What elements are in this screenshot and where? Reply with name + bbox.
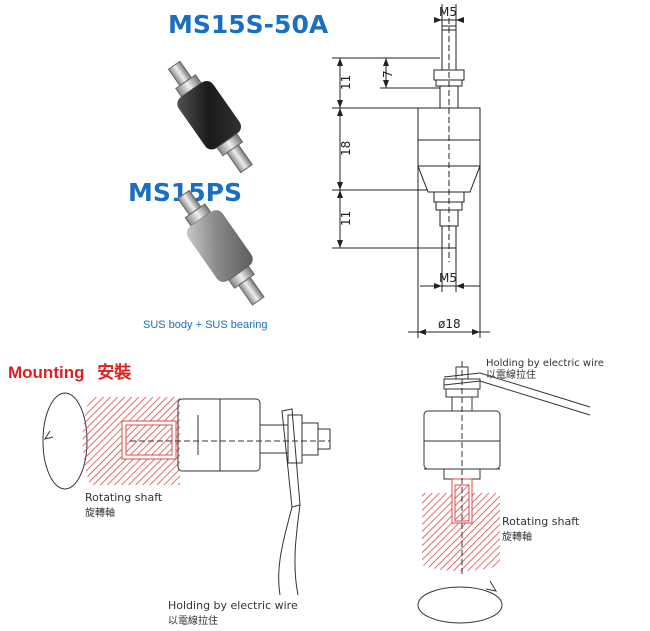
mounting-title: Mounting 安裝 <box>8 358 131 383</box>
dimension-drawing: M5 7 11 18 11 M5 ø18 <box>332 4 490 338</box>
dim-thread-length: 7 <box>381 70 395 78</box>
material-note: SUS body + SUS bearing <box>143 319 268 331</box>
right-mounting-diagram <box>417 361 591 624</box>
dim-diameter: ø18 <box>438 317 461 331</box>
left-wire-label: Holding by electric wire 以電線拉住 <box>168 599 298 627</box>
left-shaft-label: Rotating shaft 旋轉軸 <box>85 491 163 519</box>
left-mounting-diagram <box>42 392 331 596</box>
dim-top-thread: M5 <box>439 5 457 19</box>
dim-bottom-thread: M5 <box>439 271 457 285</box>
product-photo-ms15s-50a <box>167 60 253 174</box>
model-a-title: MS15S-50A <box>168 10 329 39</box>
right-wire-label: Holding by electric wire 以電線拉住 <box>486 358 604 381</box>
right-shaft-label: Rotating shaft 旋轉軸 <box>502 515 580 543</box>
dim-body-height: 18 <box>339 141 353 156</box>
dim-lower-height: 11 <box>339 211 353 226</box>
mounting-title-en: Mounting <box>8 363 85 382</box>
mounting-title-cn: 安裝 <box>97 363 132 383</box>
dim-upper-height: 11 <box>339 75 353 90</box>
product-photo-ms15ps <box>177 189 265 306</box>
